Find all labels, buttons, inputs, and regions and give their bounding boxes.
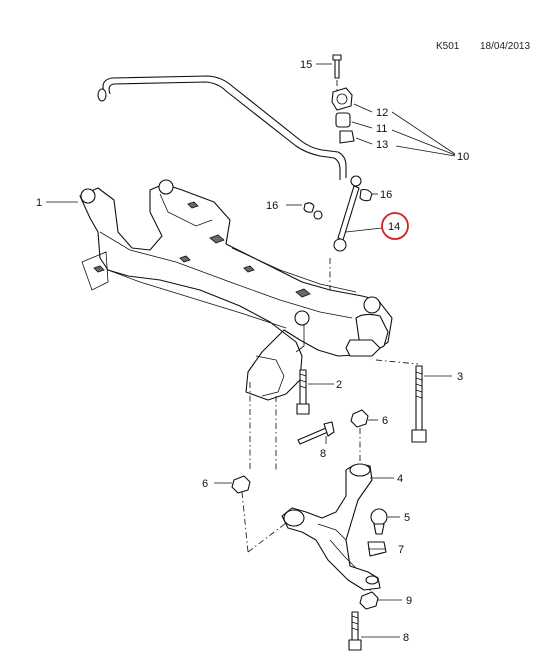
callout-16-right: 16 <box>380 189 392 201</box>
callout-11: 11 <box>376 123 387 135</box>
assembly-guides <box>241 382 371 598</box>
callout-14-highlight <box>381 212 409 240</box>
callout-1: 1 <box>36 197 42 209</box>
ball-joint <box>370 508 388 535</box>
nut-6-lower <box>231 475 251 494</box>
subframe <box>79 179 393 401</box>
diagram-code: K501 <box>436 41 460 52</box>
callout-14: 14 <box>388 221 400 233</box>
bolt-15 <box>332 54 342 92</box>
bar-bushings <box>331 87 355 144</box>
stabilizer-link <box>303 175 373 300</box>
bolt-8-lower <box>348 611 362 651</box>
callout-5: 5 <box>404 512 410 524</box>
bolt-3 <box>375 359 427 443</box>
control-arm <box>281 463 381 591</box>
callout-13: 13 <box>376 139 388 151</box>
callout-8-upper: 8 <box>320 448 326 460</box>
callout-2: 2 <box>336 379 342 391</box>
callout-6-lower: 6 <box>202 478 208 490</box>
diagram-date: 18/04/2013 <box>480 41 531 52</box>
callout-16-left: 16 <box>266 200 278 212</box>
callout-6-upper: 6 <box>382 415 388 427</box>
nut-9 <box>359 591 379 610</box>
callout-10: 10 <box>457 151 469 163</box>
bolt-8-upper <box>297 421 335 445</box>
callout-15: 15 <box>300 59 312 71</box>
callout-8-lower: 8 <box>403 632 409 644</box>
stabilizer-bar <box>97 75 347 180</box>
callout-3: 3 <box>457 371 463 383</box>
callout-12: 12 <box>376 107 388 119</box>
leader-lines <box>46 63 456 638</box>
nut-6-upper <box>350 409 369 428</box>
callout-9: 9 <box>406 595 412 607</box>
callout-4: 4 <box>397 473 403 485</box>
callout-7: 7 <box>398 544 404 556</box>
bolt-2 <box>296 369 310 415</box>
